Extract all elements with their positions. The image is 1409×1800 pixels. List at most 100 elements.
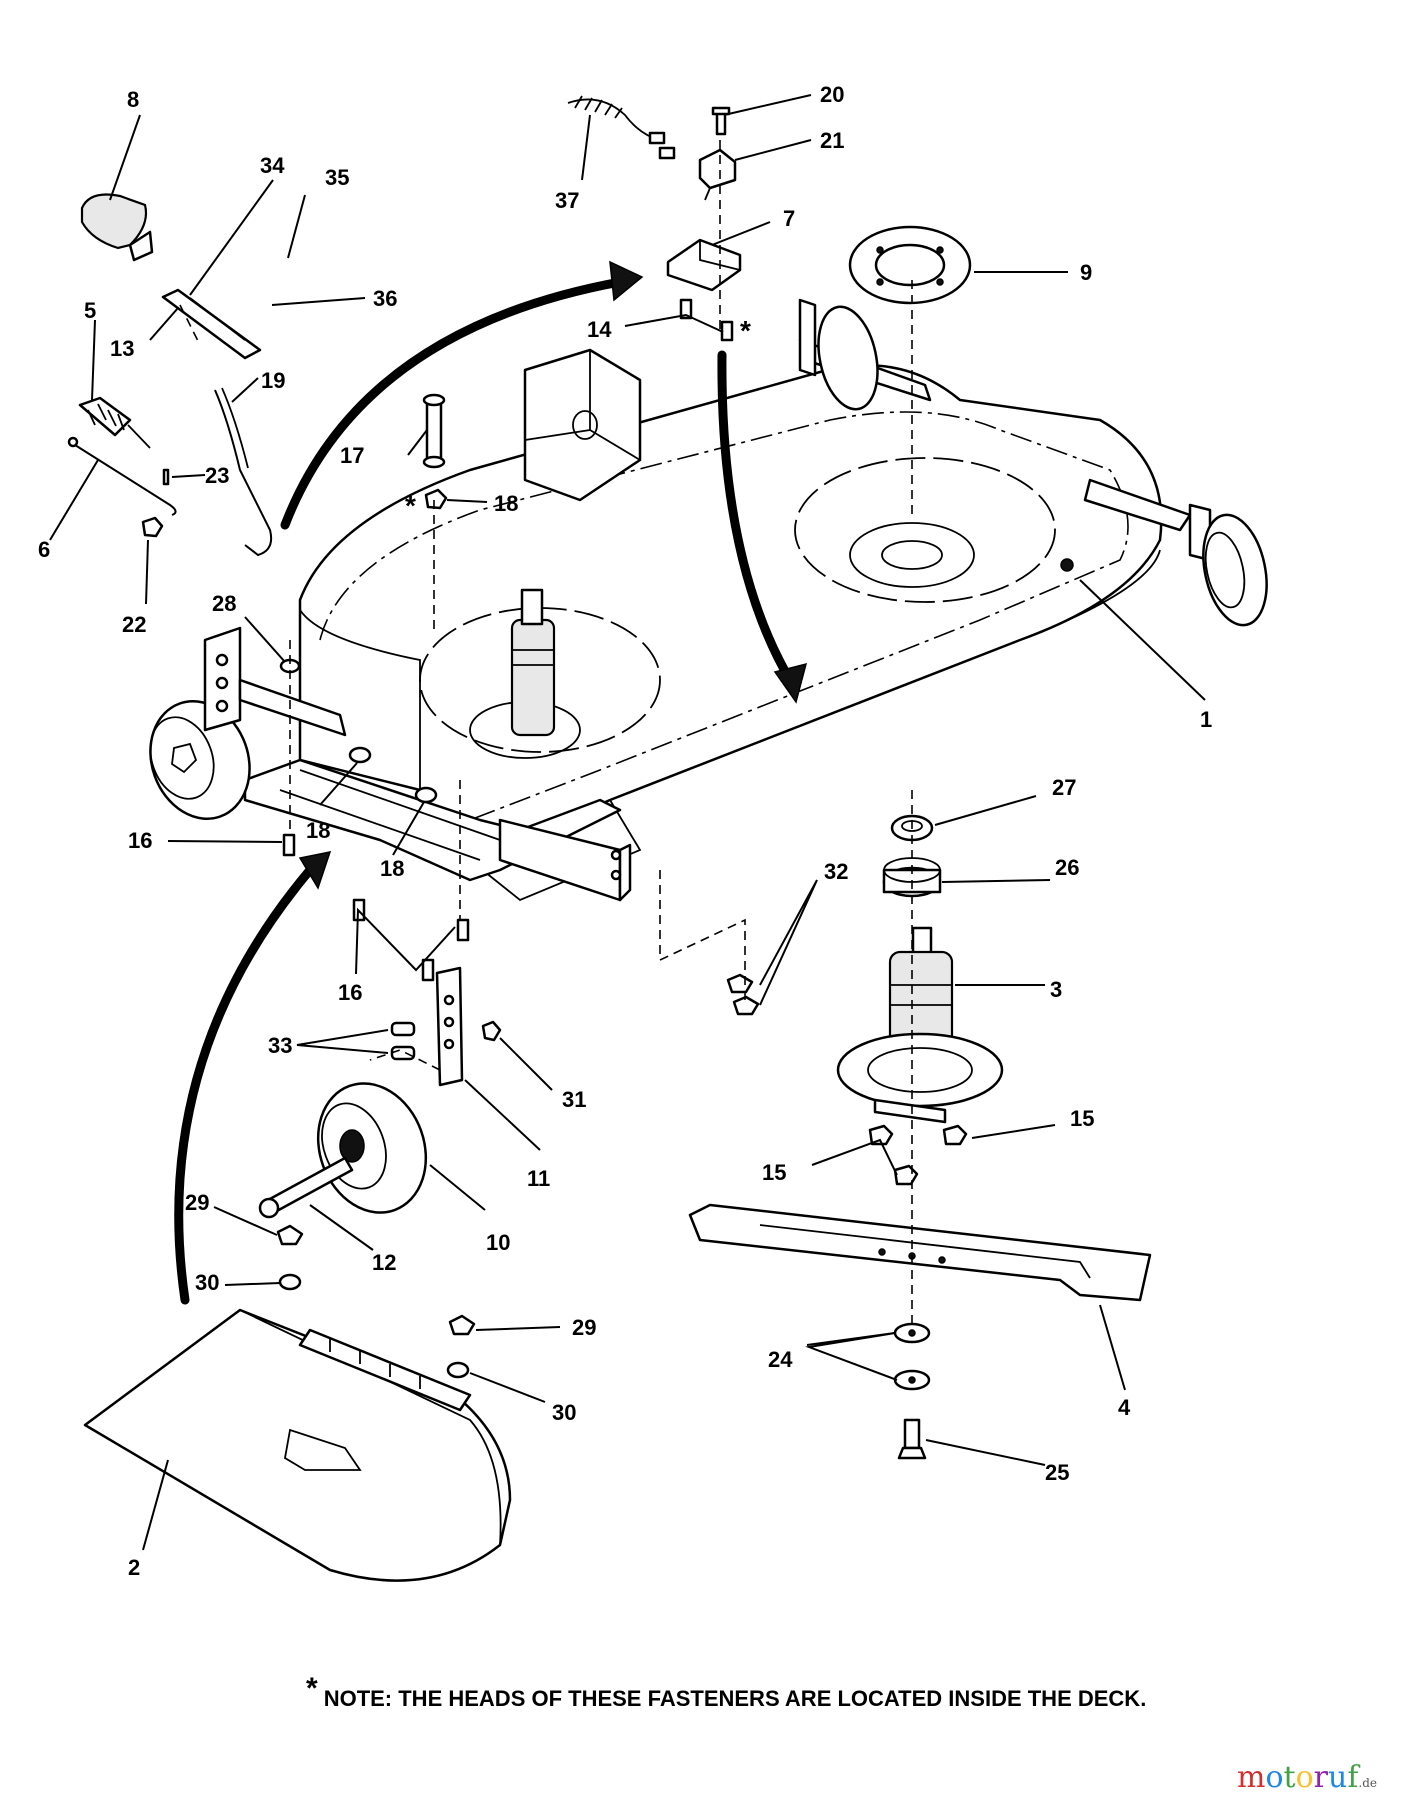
arrow-head-1 — [609, 260, 644, 302]
asterisk-marker-18: * — [405, 490, 416, 521]
callout-19: 19 — [261, 368, 285, 393]
pulley-26 — [882, 857, 942, 898]
callout-18a: 18 — [494, 491, 518, 516]
nut-31 — [481, 1020, 502, 1042]
callout-1: 1 — [1200, 707, 1212, 732]
wing-nut-29-left — [276, 1224, 304, 1246]
wheel-right-front — [817, 305, 879, 411]
assembly-arrows — [174, 260, 808, 1305]
bolts-33 — [390, 1021, 416, 1061]
arrow-to-deck-hole — [717, 350, 795, 685]
callout-5: 5 — [84, 298, 96, 323]
discharge-chute-2 — [83, 1308, 512, 1582]
watermark-name: motoruf — [1237, 1760, 1358, 1795]
wing-nut-29-right — [448, 1314, 476, 1336]
watermark-tld: .de — [1358, 1776, 1378, 1790]
callout-27: 27 — [1052, 775, 1076, 800]
arrow-to-bracket — [280, 277, 625, 530]
leader-lines — [49, 94, 1206, 1551]
assembly-lines — [179, 140, 913, 1330]
wing-nuts-32 — [726, 973, 760, 1016]
callout-12: 12 — [372, 1250, 396, 1275]
callout-21: 21 — [820, 128, 844, 153]
callout-33: 33 — [268, 1033, 292, 1058]
nut-22 — [141, 516, 164, 538]
callout-16a: 16 — [128, 828, 152, 853]
arrow-head-3 — [298, 851, 332, 890]
wire-37 — [567, 95, 676, 160]
washer-30-left — [278, 1273, 302, 1291]
callout-35: 35 — [325, 165, 349, 190]
watermark-letter: f — [1347, 1760, 1359, 1795]
handle-8 — [80, 193, 154, 262]
footnote-text: NOTE: THE HEADS OF THESE FASTENERS ARE L… — [323, 1686, 1147, 1711]
wheel-bracket-left — [203, 626, 347, 737]
arrow-to-front-rail — [174, 865, 315, 1305]
callout-18b: 18 — [306, 818, 330, 843]
screw-20 — [711, 106, 731, 136]
watermark-letter: o — [1265, 1760, 1284, 1795]
rod-6 — [67, 436, 177, 516]
blade-4 — [688, 1203, 1152, 1302]
clip-23 — [162, 468, 170, 486]
callout-9: 9 — [1080, 260, 1092, 285]
spindle-assembly — [836, 926, 1004, 1124]
arrow-head-2 — [773, 662, 808, 704]
callout-25: 25 — [1045, 1460, 1069, 1485]
lever-13 — [161, 288, 262, 360]
spring-5 — [78, 396, 151, 449]
callout-24: 24 — [768, 1347, 793, 1372]
callout-26: 26 — [1055, 855, 1079, 880]
watermark-letter: o — [1295, 1760, 1314, 1795]
bracket-7 — [666, 238, 742, 292]
callout-14: 14 — [587, 317, 612, 342]
wheel-right-rear — [1202, 513, 1268, 627]
rod-19 — [214, 387, 273, 557]
callout-11: 11 — [527, 1166, 550, 1191]
callout-30b: 30 — [552, 1400, 576, 1425]
watermark-letter: t — [1283, 1760, 1296, 1795]
nuts-15 — [868, 1124, 968, 1186]
callout-17: 17 — [340, 443, 364, 468]
callout-18c: 18 — [380, 856, 404, 881]
callout-15a: 15 — [1070, 1106, 1094, 1131]
callout-36: 36 — [373, 286, 397, 311]
callout-10: 10 — [486, 1230, 510, 1255]
nuts-18-bottom — [348, 746, 438, 804]
wheel-10 — [258, 1082, 428, 1219]
spacer-17 — [422, 393, 446, 469]
callout-8: 8 — [127, 87, 139, 112]
flange-9 — [848, 225, 972, 305]
nut-18-top — [424, 488, 448, 510]
bolt-25 — [897, 1418, 927, 1460]
callout-30a: 30 — [195, 1270, 219, 1295]
wheel-bracket-11 — [435, 966, 464, 1087]
washer-30-right — [446, 1361, 470, 1379]
callout-20: 20 — [820, 82, 844, 107]
footnote: *NOTE: THE HEADS OF THESE FASTENERS ARE … — [306, 1672, 1147, 1714]
switch-21 — [698, 148, 737, 201]
callout-34: 34 — [260, 153, 285, 178]
callout-15b: 15 — [762, 1160, 786, 1185]
mower-deck — [243, 298, 1212, 902]
watermark-letter: m — [1237, 1760, 1266, 1795]
callout-22: 22 — [122, 612, 146, 637]
callout-29a: 29 — [185, 1190, 209, 1215]
callout-28: 28 — [212, 591, 236, 616]
callout-7: 7 — [783, 206, 795, 231]
watermark-letter: r — [1313, 1760, 1328, 1795]
watermark-logo: motoruf.de — [1237, 1760, 1377, 1795]
callout-23: 23 — [205, 463, 229, 488]
callout-32: 32 — [824, 859, 848, 884]
footnote-asterisk: * — [306, 1672, 318, 1705]
callout-2: 2 — [128, 1555, 140, 1580]
watermark-letter: u — [1327, 1760, 1348, 1795]
callout-16b: 16 — [338, 980, 362, 1005]
asterisk-marker-14: * — [740, 315, 751, 346]
callout-13: 13 — [110, 336, 134, 361]
callout-37: 37 — [555, 188, 579, 213]
callout-labels: 1 2 3 4 5 6 7 8 9 10 11 12 13 14 15 15 1… — [38, 82, 1212, 1580]
callout-3: 3 — [1050, 977, 1062, 1002]
callout-6: 6 — [38, 537, 50, 562]
